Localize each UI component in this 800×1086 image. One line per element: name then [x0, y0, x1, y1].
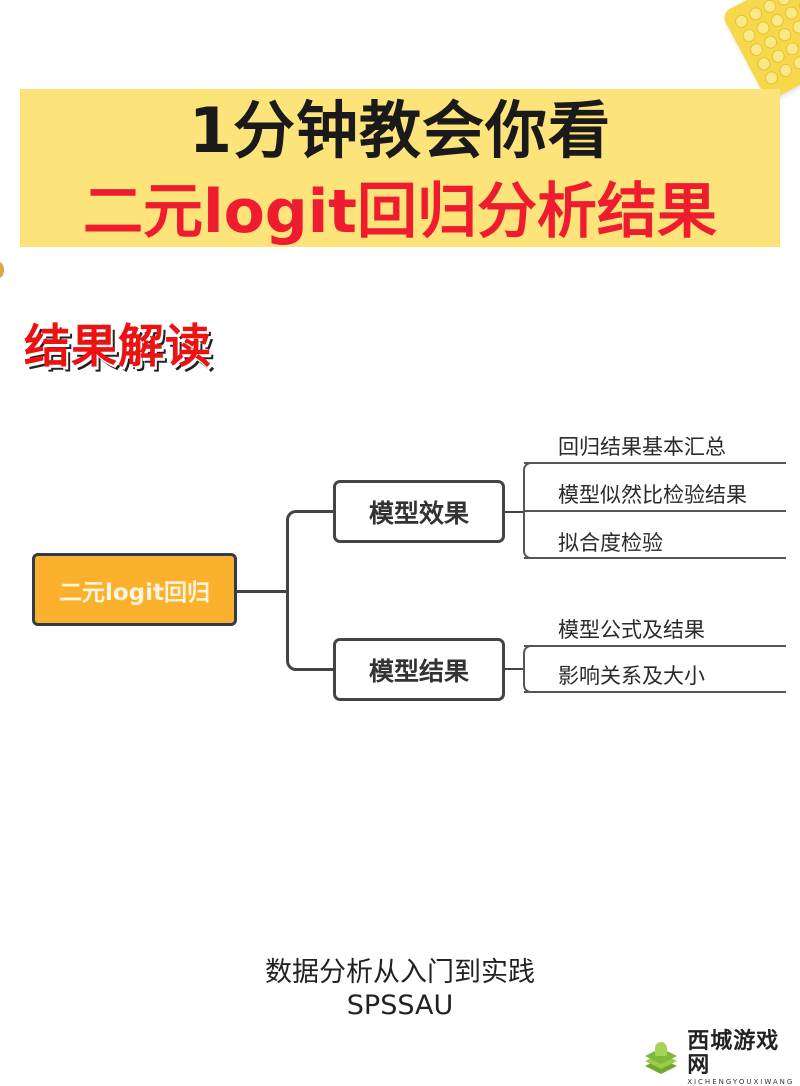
- branch-node-label: 模型结果: [369, 652, 469, 688]
- mindmap-root-node: 二元logit回归: [32, 553, 237, 626]
- root-node-label: 二元logit回归: [59, 573, 210, 607]
- keyboard-key-decoration: [747, 5, 765, 23]
- page-title-line2: 二元logit回归分析结果: [0, 163, 800, 250]
- keyboard-key-decoration: [784, 40, 800, 58]
- footer-tagline: 数据分析从入门到实践: [0, 950, 800, 989]
- branch-bracket: [286, 510, 334, 671]
- keyboard-key-decoration: [776, 26, 794, 44]
- keyboard-key-decoration: [783, 4, 800, 22]
- watermark-name: 西城游戏网: [687, 1030, 800, 1078]
- branch2-leaf-bracket: [523, 645, 543, 693]
- leaf-influence-relationship: 影响关系及大小: [558, 660, 705, 690]
- keyboard-key-decoration: [740, 27, 758, 45]
- edge-decoration: [0, 262, 4, 278]
- branch-node-model-effect: 模型效果: [333, 480, 505, 543]
- section-heading: 结果解读: [24, 310, 212, 376]
- keyboard-key-decoration: [762, 33, 780, 51]
- layered-leaf-logo-icon: [640, 1042, 681, 1074]
- leaf-regression-summary: 回归结果基本汇总: [558, 431, 726, 461]
- leaf-underline: [524, 645, 786, 647]
- watermark: 西城游戏网 XICHENGYOUXIWANG: [640, 1030, 800, 1086]
- branch2-leaf-connector: [505, 668, 525, 670]
- leaf-underline: [524, 510, 786, 512]
- leaf-underline: [524, 691, 786, 693]
- branch1-leaf-connector: [505, 511, 525, 513]
- leaf-goodness-of-fit: 拟合度检验: [558, 527, 663, 557]
- branch-node-model-result: 模型结果: [333, 638, 505, 701]
- keyboard-key-decoration: [755, 55, 773, 73]
- leaf-likelihood-ratio-test: 模型似然比检验结果: [558, 479, 747, 509]
- keyboard-key-decoration: [768, 12, 786, 30]
- keyboard-key-decoration: [769, 48, 787, 66]
- leaf-underline: [524, 462, 786, 464]
- leaf-underline: [524, 557, 786, 559]
- branch-node-label: 模型效果: [369, 494, 469, 530]
- keyboard-key-decoration: [748, 41, 766, 59]
- page-title-line1: 1分钟教会你看: [0, 80, 800, 170]
- footer-brand: SPSSAU: [0, 990, 800, 1021]
- leaf-model-formula: 模型公式及结果: [558, 614, 705, 644]
- keyboard-key-decoration: [754, 19, 772, 37]
- keyboard-key-decoration: [777, 62, 795, 80]
- keyboard-key-decoration: [733, 13, 751, 31]
- watermark-pinyin: XICHENGYOUXIWANG: [687, 1078, 800, 1086]
- root-connector-line: [237, 590, 289, 593]
